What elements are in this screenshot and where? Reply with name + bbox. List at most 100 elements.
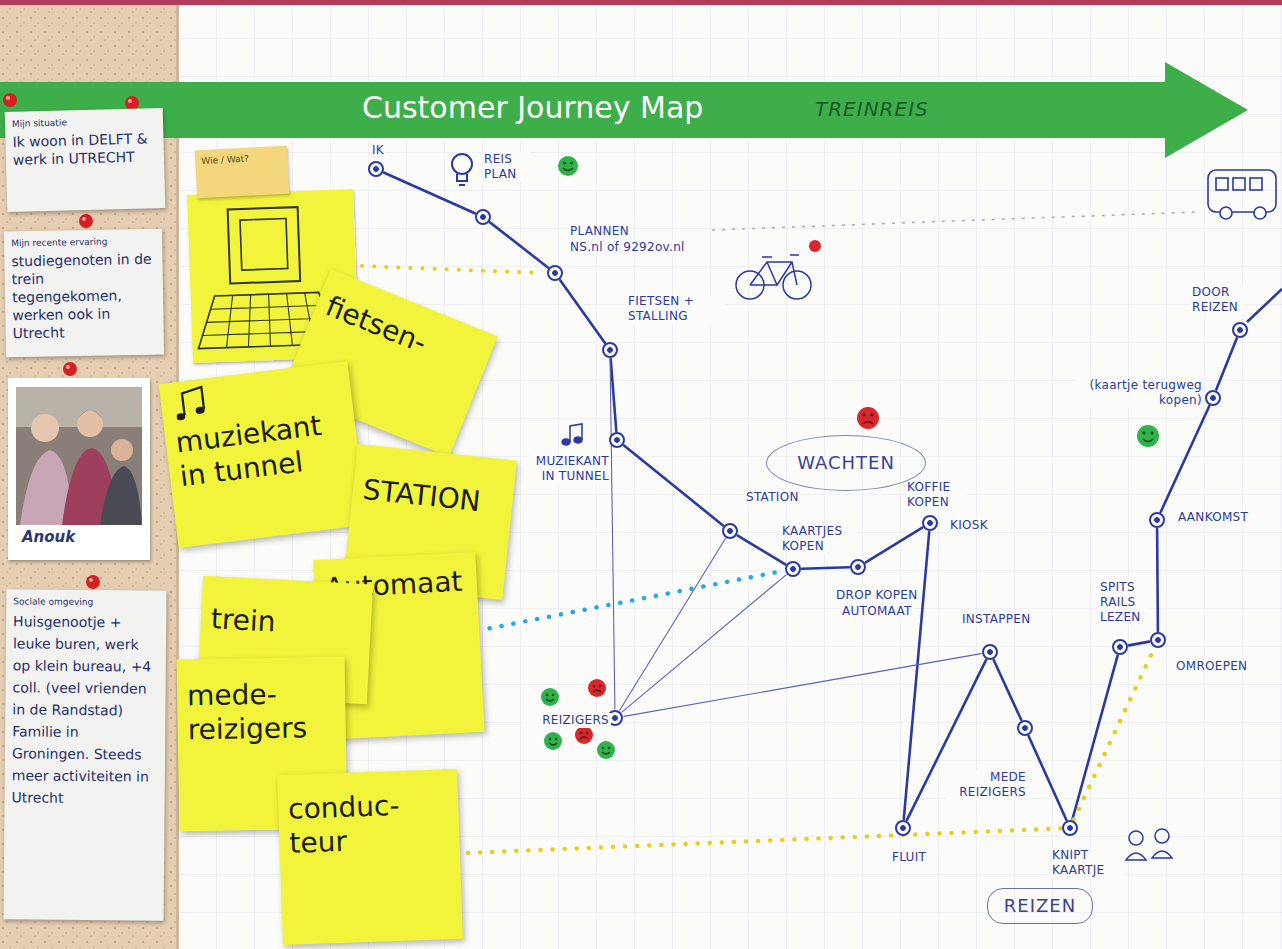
journey-line <box>904 532 929 819</box>
step-label: FIETSEN + STALLING <box>626 294 725 324</box>
sticky-text: muziekant in tunnel <box>174 406 351 494</box>
sticky-text: STATION <box>361 473 504 521</box>
journey-step: REIS PLAN <box>475 209 491 225</box>
map-title: Customer Journey Map <box>362 90 703 126</box>
step-label: FLUIT <box>890 850 928 865</box>
people-doodle <box>1126 829 1172 860</box>
push-pin <box>63 362 77 376</box>
grey-dotted-line <box>712 212 1196 230</box>
bus-drawing <box>1208 170 1276 219</box>
music-note-drawing <box>562 439 570 445</box>
step-label: OMROEPEN <box>1174 659 1249 674</box>
journey-step: OMROEPEN <box>1150 632 1166 648</box>
journey-line <box>738 536 786 565</box>
dotted-leader-line <box>362 266 543 273</box>
dotted-link <box>490 571 785 629</box>
happy-smiley <box>1151 432 1154 435</box>
photo-picture <box>16 387 142 525</box>
light-bulb-icon <box>452 154 472 185</box>
happy-smiley <box>541 688 559 706</box>
step-label: REIZIGERS <box>522 713 611 728</box>
journey-step: FLUIT <box>895 820 911 836</box>
happy-smiley <box>546 699 554 701</box>
sticky-text: trein <box>210 602 362 644</box>
photo-picture <box>111 439 133 461</box>
laptop-sticky-note <box>240 219 288 271</box>
sticky-note: muziekant in tunnel <box>159 361 368 548</box>
happy-smiley <box>1143 439 1153 442</box>
photo-picture <box>31 414 59 442</box>
happy-smiley <box>608 747 610 749</box>
journey-line <box>802 567 849 568</box>
thin-link-line <box>624 654 981 717</box>
sad-smiley <box>871 414 874 417</box>
step-label: MEDE REIZIGERS <box>946 770 1028 800</box>
bus-drawing <box>1208 170 1276 212</box>
bicycle-drawing <box>750 255 799 285</box>
step-label: AANKOMST <box>1176 510 1250 525</box>
journey-step: INSTAPPEN <box>982 644 998 660</box>
step-label: KIOSK <box>948 518 990 533</box>
push-pin <box>128 99 132 103</box>
push-pin <box>82 217 86 221</box>
thin-link-line <box>622 575 786 712</box>
journey-line <box>560 280 605 342</box>
music-note-icon <box>176 413 186 421</box>
red-dot <box>809 240 821 252</box>
ellipse-label: WACHTEN <box>766 435 926 491</box>
box-text: REIZEN <box>1004 895 1076 917</box>
happy-smiley <box>1143 432 1146 435</box>
step-label: KOFFIE KOPEN <box>905 480 967 510</box>
journey-step: FIETSEN + STALLING <box>602 342 618 358</box>
ellipse-text: WACHTEN <box>797 452 895 474</box>
photo-caption: Anouk <box>22 528 150 546</box>
journey-line <box>1156 529 1159 631</box>
step-label: STATION <box>744 490 801 505</box>
journey-line <box>384 173 475 214</box>
push-pin <box>79 214 93 228</box>
light-bulb-icon <box>457 174 467 185</box>
journey-line <box>866 528 923 563</box>
happy-smiley <box>563 162 566 165</box>
laptop-sticky-note <box>228 207 301 283</box>
sticky-text: mede- reizigers <box>187 677 336 748</box>
journey-line <box>1129 642 1149 646</box>
happy-smiley <box>549 738 551 740</box>
journey-step: PLANNENNS.nl of 9292ov.nl <box>547 265 563 281</box>
happy-smiley <box>558 156 578 176</box>
happy-smiley <box>602 747 604 749</box>
journey-step: KNIPT KAARTJE <box>1062 820 1078 836</box>
note-text: Mijn recente ervaring <box>11 235 155 250</box>
push-pin <box>3 93 17 107</box>
cork-board <box>0 5 179 949</box>
journey-step: MUZIEKANT IN TUNNEL <box>609 432 625 448</box>
bus-drawing <box>1216 178 1228 190</box>
photo-picture <box>31 414 59 424</box>
journey-line <box>611 359 617 431</box>
dotted-link <box>1074 648 1154 820</box>
polaroid-frame <box>8 378 150 560</box>
polaroid-frame <box>8 378 150 560</box>
journey-step: MEDE REIZIGERS <box>1017 720 1033 736</box>
happy-smiley <box>549 743 557 745</box>
pinned-note: Mijn recente ervaringstudiegenoten in de… <box>4 229 164 358</box>
journey-line <box>1216 338 1236 389</box>
journey-line <box>1072 656 1117 820</box>
people-doodle <box>1152 851 1172 858</box>
people-doodle <box>1155 829 1169 843</box>
note-text: Mijn situatie <box>12 114 156 130</box>
journey-line <box>490 223 548 268</box>
sad-smiley <box>575 726 593 744</box>
happy-smiley <box>555 738 557 740</box>
note-text: Sociale omgeving <box>13 595 159 608</box>
note-text: studiegenoten in de trein tegengekomen, … <box>11 250 157 342</box>
pinned-note: Sociale omgevingHuisgenootje + leuke bur… <box>4 589 167 920</box>
journey-step: (kaartje terugweg kopen) <box>1205 390 1221 406</box>
green-arrow <box>0 62 1248 158</box>
people-doodle <box>1126 853 1146 860</box>
music-note-drawing <box>562 424 582 445</box>
journey-step: AANKOMST <box>1149 512 1165 528</box>
